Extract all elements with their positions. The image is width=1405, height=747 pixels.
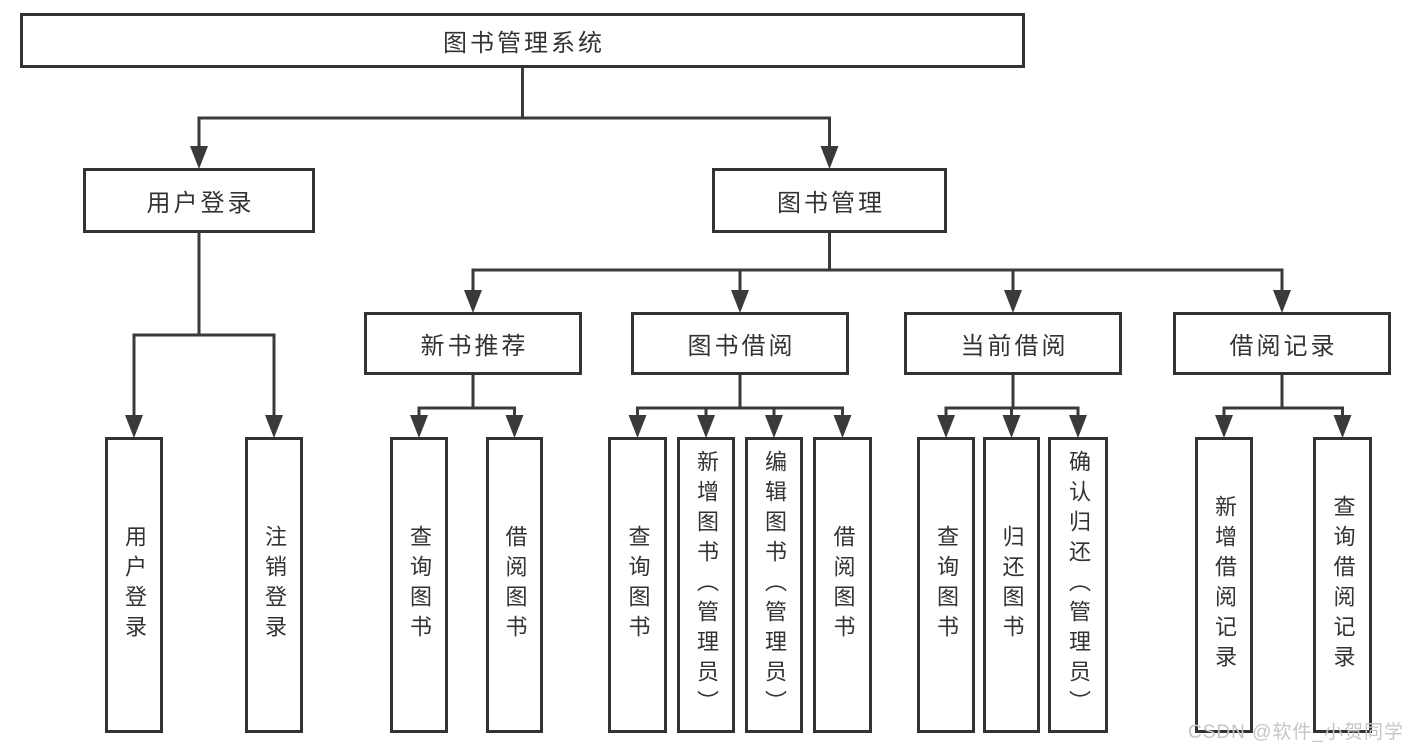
node-leaf-login: 用户登录: [105, 437, 163, 733]
node-leaf-nb-borrow: 借阅图书: [486, 437, 543, 733]
node-book-mgmt: 图书管理: [712, 168, 947, 233]
arrowhead-book-borrow: [731, 290, 749, 313]
arrowhead-leaf-bb-borrow: [833, 415, 852, 438]
arrowhead-borrow-records: [1273, 290, 1291, 313]
arrowhead-leaf-nb-query: [410, 415, 428, 438]
arrowhead-leaf-bb-add: [697, 415, 715, 438]
node-user-login: 用户登录: [83, 168, 315, 233]
node-leaf-cb-return: 归还图书: [983, 437, 1040, 733]
node-label-leaf-bb-add: 新增图书（管理员）: [694, 450, 719, 720]
arrowhead-current-borrow: [1004, 290, 1022, 313]
node-leaf-br-query: 查询借阅记录: [1313, 437, 1372, 733]
node-label-root: 图书管理系统: [443, 30, 605, 57]
node-leaf-bb-query: 查询图书: [608, 437, 667, 733]
node-label-user-login: 用户登录: [146, 190, 255, 217]
node-leaf-bb-edit: 编辑图书（管理员）: [745, 437, 803, 733]
node-leaf-cb-query: 查询图书: [917, 437, 975, 733]
node-label-leaf-bb-query: 查询图书: [625, 525, 651, 645]
arrowhead-leaf-br-query: [1333, 415, 1352, 438]
arrowhead-leaf-cb-confirm: [1069, 415, 1087, 438]
node-label-borrow-records: 借阅记录: [1229, 333, 1338, 360]
node-label-leaf-br-query: 查询借阅记录: [1330, 495, 1356, 675]
node-label-leaf-logout: 注销登录: [262, 525, 287, 645]
node-label-leaf-nb-borrow: 借阅图书: [502, 525, 528, 645]
arrowhead-leaf-cb-return: [1002, 415, 1021, 438]
node-label-leaf-cb-query: 查询图书: [934, 525, 959, 645]
arrowhead-book-mgmt: [820, 146, 839, 169]
node-label-new-book: 新书推荐: [420, 333, 529, 360]
arrowhead-leaf-bb-edit: [765, 415, 783, 438]
node-leaf-bb-borrow: 借阅图书: [813, 437, 872, 733]
arrowhead-leaf-br-add: [1215, 415, 1233, 438]
node-label-leaf-nb-query: 查询图书: [407, 525, 432, 645]
node-leaf-br-add: 新增借阅记录: [1195, 437, 1253, 733]
arrowhead-leaf-cb-query: [937, 415, 955, 438]
node-leaf-logout: 注销登录: [245, 437, 303, 733]
node-borrow-records: 借阅记录: [1173, 312, 1391, 375]
node-label-leaf-bb-edit: 编辑图书（管理员）: [762, 450, 787, 720]
node-label-book-mgmt: 图书管理: [777, 190, 885, 217]
node-label-leaf-cb-return: 归还图书: [999, 525, 1025, 645]
node-new-book: 新书推荐: [364, 312, 582, 375]
arrowhead-leaf-bb-query: [628, 415, 647, 438]
arrowhead-user-login: [190, 146, 208, 169]
node-leaf-bb-add: 新增图书（管理员）: [677, 437, 735, 733]
node-root: 图书管理系统: [20, 13, 1025, 68]
node-label-leaf-login: 用户登录: [122, 525, 147, 645]
arrowhead-leaf-login: [125, 415, 143, 438]
node-label-book-borrow: 图书借阅: [687, 333, 796, 360]
arrowhead-leaf-nb-borrow: [505, 415, 524, 438]
node-book-borrow: 图书借阅: [631, 312, 849, 375]
node-leaf-nb-query: 查询图书: [390, 437, 448, 733]
node-label-leaf-bb-borrow: 借阅图书: [830, 525, 856, 645]
arrowhead-new-book: [464, 290, 482, 313]
node-label-leaf-br-add: 新增借阅记录: [1212, 495, 1237, 675]
arrowhead-leaf-logout: [265, 415, 283, 438]
node-label-current-borrow: 当前借阅: [960, 333, 1069, 360]
node-label-leaf-cb-confirm: 确认归还（管理员）: [1066, 450, 1091, 720]
node-current-borrow: 当前借阅: [904, 312, 1122, 375]
csdn-watermark: CSDN @软件_小贺同学: [1188, 722, 1404, 743]
node-leaf-cb-confirm: 确认归还（管理员）: [1048, 437, 1108, 733]
